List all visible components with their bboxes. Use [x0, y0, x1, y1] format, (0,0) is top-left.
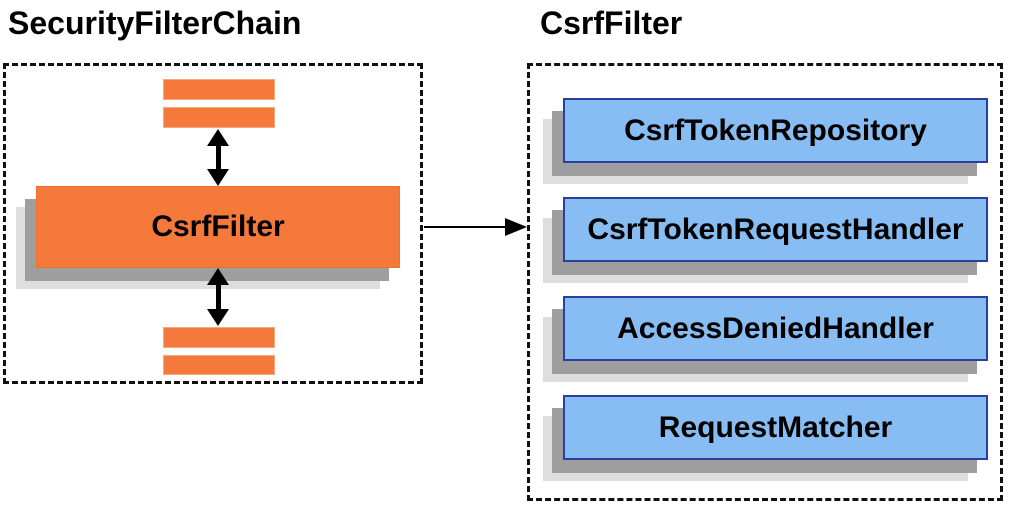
- component-csrf-token-repository: CsrfTokenRepository: [563, 98, 988, 163]
- filter-placeholder-bar-bottom-1: [163, 327, 275, 348]
- filter-placeholder-bar-top-1: [163, 79, 275, 100]
- csrf-filter-node: CsrfFilter: [36, 186, 400, 268]
- component-csrf-token-request-handler: CsrfTokenRequestHandler: [563, 197, 988, 262]
- csrf-filter-components-box: CsrfTokenRepository CsrfTokenRequestHand…: [527, 63, 1003, 501]
- component-request-matcher: RequestMatcher: [563, 395, 988, 460]
- association-arrow: [424, 218, 527, 236]
- arrow-right-icon: [505, 218, 527, 236]
- security-filter-chain-title: SecurityFilterChain: [8, 5, 302, 41]
- arrow-shaft: [216, 282, 221, 312]
- arrow-shaft: [216, 143, 221, 172]
- arrow-shaft: [424, 226, 507, 228]
- arrow-up-icon: [207, 268, 229, 285]
- security-filter-chain-box: CsrfFilter: [3, 63, 423, 384]
- csrf-filter-title: CsrfFilter: [540, 5, 683, 41]
- arrow-up-icon: [207, 129, 229, 146]
- filter-placeholder-bar-bottom-2: [163, 355, 275, 375]
- arrow-down-icon: [207, 169, 229, 186]
- filter-placeholder-bar-top-2: [163, 107, 275, 128]
- bidirectional-arrow-bottom: [207, 268, 229, 326]
- component-access-denied-handler: AccessDeniedHandler: [563, 296, 988, 361]
- arrow-down-icon: [207, 309, 229, 326]
- bidirectional-arrow-top: [207, 129, 229, 186]
